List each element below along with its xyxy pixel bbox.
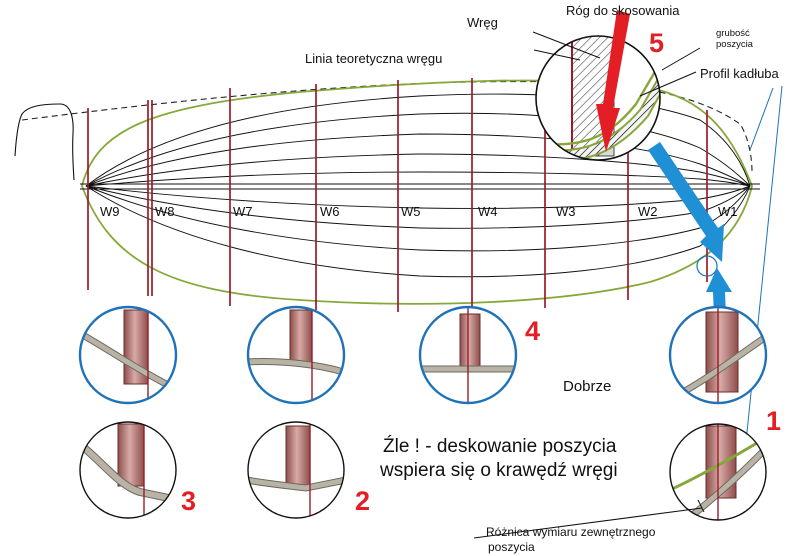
good-detail-2	[246, 305, 346, 405]
label-roznica-1: Różnica wymiaru zewnętrznego	[486, 525, 656, 539]
frame-label-w5: W5	[401, 204, 421, 219]
blue-arrow-to-detail	[648, 142, 724, 262]
frame-label-w4: W4	[478, 204, 498, 219]
frame-label-w7: W7	[233, 204, 253, 219]
bad-detail-3	[669, 423, 767, 521]
good-detail-1	[78, 305, 178, 405]
label-rog: Róg do skosowania	[566, 3, 680, 18]
blue-arrow-up	[706, 268, 732, 316]
bad-detail-2	[247, 421, 345, 519]
number-4: 4	[525, 316, 540, 346]
good-detail-4	[668, 305, 768, 405]
good-detail-3	[418, 305, 518, 405]
frame-label-w2: W2	[638, 204, 658, 219]
frame-labels: W9 W8 W7 W6 W5 W4 W3 W2 W1	[100, 204, 738, 219]
detail-marker-circle	[696, 255, 718, 277]
label-zle-line1: Źle ! - deskowanie poszycia	[383, 436, 617, 457]
hull-outline-green	[81, 79, 753, 305]
stern-sketch	[14, 103, 75, 181]
label-grubosc-1: grubość	[716, 28, 750, 39]
frame-label-w3: W3	[556, 204, 576, 219]
label-zle-line2: wspiera się o krawędź wręgi	[379, 460, 618, 481]
label-dobrze: Dobrze	[563, 378, 611, 395]
frame-label-w6: W6	[320, 204, 340, 219]
label-wreg: Wręg	[467, 15, 498, 30]
label-linia: Linia teoretyczna wręgu	[305, 51, 442, 66]
difference-leader	[473, 507, 703, 539]
sheer-dashed-line	[21, 80, 753, 173]
frame-label-w1: W1	[718, 204, 738, 219]
number-1: 1	[766, 406, 781, 436]
number-5: 5	[649, 28, 664, 58]
waterlines-lower	[85, 185, 751, 278]
label-roznica-2: poszycia	[488, 540, 535, 554]
number-2: 2	[355, 486, 370, 516]
bevel-red-arrow	[596, 10, 630, 152]
frame-label-w9: W9	[100, 204, 120, 219]
bad-detail-1	[79, 421, 177, 519]
label-grubosc-2: poszycia	[716, 39, 754, 50]
frame-label-w8: W8	[155, 204, 175, 219]
number-3: 3	[181, 486, 196, 516]
label-profil: Profil kadłuba	[700, 66, 780, 81]
waterlines-upper	[85, 93, 751, 187]
leader-lines	[532, 31, 783, 453]
